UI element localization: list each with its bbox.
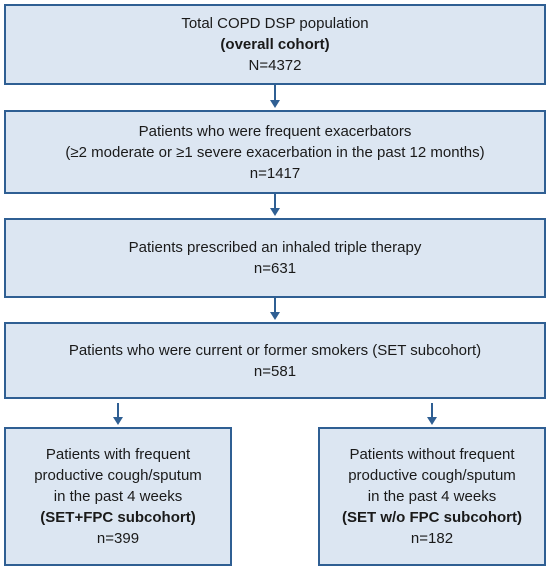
box-smokers: Patients who were current or former smok…	[4, 322, 546, 399]
box-set-fpc: Patients with frequent productive cough/…	[4, 427, 232, 566]
box-set-without-fpc-line3: in the past 4 weeks	[367, 488, 497, 505]
box-smokers-count: n=581	[253, 362, 297, 380]
box-set-fpc-line3: in the past 4 weeks	[53, 488, 183, 505]
box-set-without-fpc-count: n=182	[410, 530, 454, 547]
box-set-without-fpc-line2: productive cough/sputum	[348, 467, 516, 484]
box-set-without-fpc-subcohort: (SET w/o FPC subcohort)	[342, 509, 522, 526]
box-total-population-title: Total COPD DSP population	[181, 15, 369, 32]
box-set-without-fpc-line1: Patients without frequent	[349, 446, 515, 463]
arrow-4-to-5	[113, 403, 123, 425]
box-frequent-exacerbators: Patients who were frequent exacerbators …	[4, 110, 546, 194]
box-total-population-subtitle: (overall cohort)	[220, 36, 330, 53]
box-set-fpc-line2: productive cough/sputum	[34, 467, 202, 484]
box-frequent-exacerbators-count: n=1417	[249, 164, 301, 182]
box-total-population-count: N=4372	[248, 57, 302, 74]
box-set-without-fpc: Patients without frequent productive cou…	[318, 427, 546, 566]
box-frequent-exacerbators-criteria: (≥2 moderate or ≥1 severe exacerbation i…	[65, 143, 485, 161]
box-total-population: Total COPD DSP population (overall cohor…	[4, 4, 546, 85]
arrow-4-to-6	[427, 403, 437, 425]
box-triple-therapy-count: n=631	[253, 260, 297, 277]
box-frequent-exacerbators-title: Patients who were frequent exacerbators	[138, 122, 412, 140]
box-triple-therapy: Patients prescribed an inhaled triple th…	[4, 218, 546, 298]
arrow-3-to-4	[270, 298, 280, 320]
box-set-fpc-count: n=399	[96, 530, 140, 547]
box-set-fpc-subcohort: (SET+FPC subcohort)	[40, 509, 196, 526]
arrow-2-to-3	[270, 194, 280, 216]
box-set-fpc-line1: Patients with frequent	[45, 446, 191, 463]
box-triple-therapy-title: Patients prescribed an inhaled triple th…	[128, 239, 422, 256]
arrow-1-to-2	[270, 85, 280, 108]
box-smokers-title: Patients who were current or former smok…	[68, 341, 482, 359]
